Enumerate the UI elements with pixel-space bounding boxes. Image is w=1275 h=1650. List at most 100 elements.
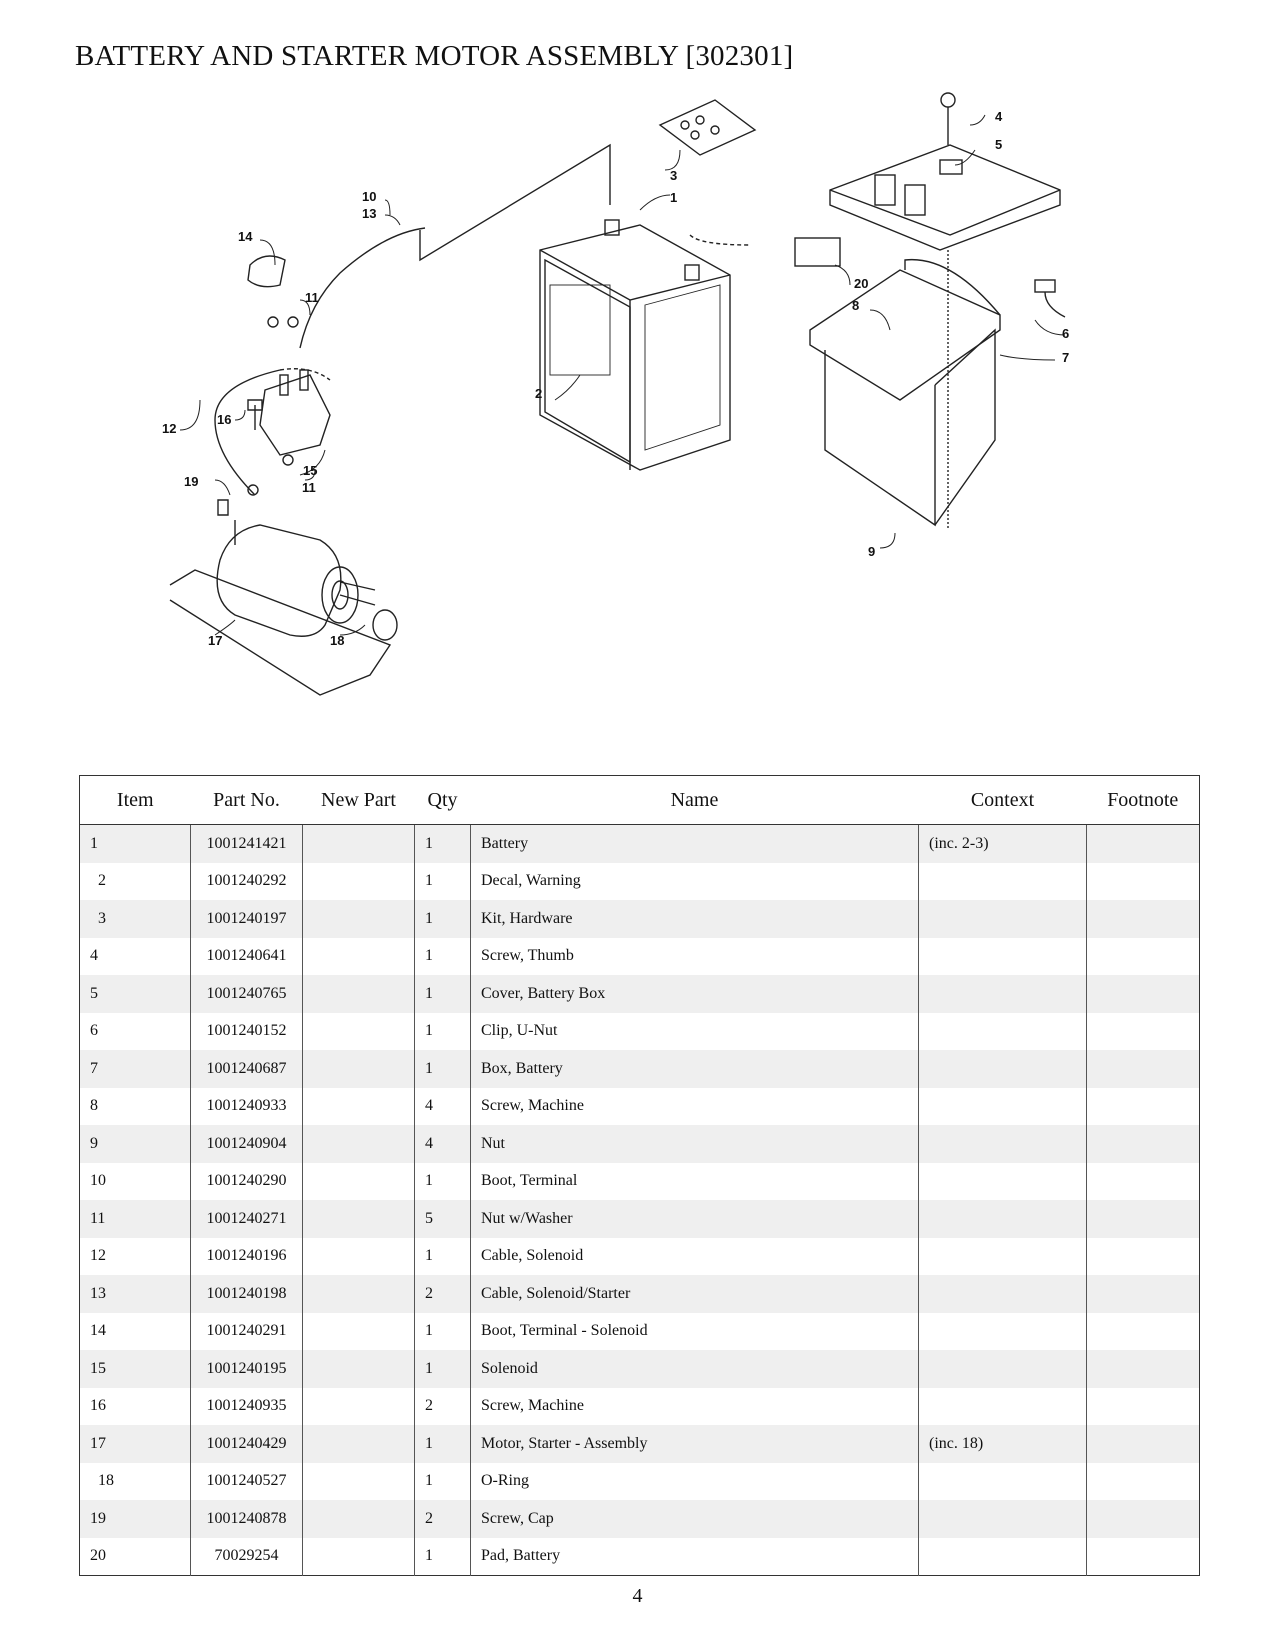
name-cell: Kit, Hardware — [470, 900, 919, 938]
part-number-cell: 1001240291 — [190, 1312, 303, 1350]
footnote-cell — [1086, 1237, 1200, 1275]
item-cell: 17 — [79, 1425, 191, 1463]
item-cell: 12 — [79, 1237, 191, 1275]
item-cell: 5 — [79, 975, 191, 1013]
callout-8: 8 — [852, 298, 859, 313]
callout-11-upper: 11 — [305, 290, 319, 305]
page-number: 4 — [632, 1585, 643, 1607]
context-cell — [918, 1387, 1087, 1425]
callout-18: 18 — [330, 633, 344, 648]
name-cell: Solenoid — [470, 1350, 919, 1388]
qty-cell: 1 — [414, 900, 471, 938]
header-qty: Qty — [414, 775, 471, 825]
footnote-cell — [1086, 1012, 1200, 1050]
context-cell — [918, 1537, 1087, 1576]
context-cell — [918, 975, 1087, 1013]
name-cell: Cover, Battery Box — [470, 975, 919, 1013]
part-number-cell: 1001240878 — [190, 1500, 303, 1538]
context-cell — [918, 1125, 1087, 1163]
footnote-cell — [1086, 1275, 1200, 1313]
name-cell: Screw, Machine — [470, 1087, 919, 1125]
callout-16: 16 — [217, 412, 231, 427]
context-cell: (inc. 2-3) — [918, 824, 1087, 863]
footnote-cell — [1086, 1125, 1200, 1163]
footnote-cell — [1086, 900, 1200, 938]
footnote-cell — [1086, 1387, 1200, 1425]
footnote-cell — [1086, 1200, 1200, 1238]
callout-15: 15 — [303, 463, 317, 478]
qty-cell: 1 — [414, 1312, 471, 1350]
callout-12: 12 — [162, 421, 176, 436]
name-cell: Screw, Cap — [470, 1500, 919, 1538]
qty-cell: 1 — [414, 1462, 471, 1500]
footnote-cell — [1086, 975, 1200, 1013]
table-header-row: Item Part No. New Part Qty Name Context … — [79, 775, 1200, 825]
item-cell: 16 — [79, 1387, 191, 1425]
new-part-cell — [302, 1050, 415, 1088]
item-cell: 1 — [79, 824, 191, 863]
new-part-cell — [302, 1537, 415, 1576]
name-cell: Cable, Solenoid — [470, 1237, 919, 1275]
callout-2: 2 — [535, 386, 542, 401]
context-cell — [918, 1050, 1087, 1088]
name-cell: Battery — [470, 824, 919, 863]
footnote-cell — [1086, 862, 1200, 900]
starter-motor-drawing — [169, 499, 398, 696]
new-part-cell — [302, 1125, 415, 1163]
new-part-cell — [302, 1275, 415, 1313]
qty-cell: 1 — [414, 1237, 471, 1275]
part-number-cell: 1001240527 — [190, 1462, 303, 1500]
item-cell: 8 — [79, 1087, 191, 1125]
new-part-cell — [302, 824, 415, 863]
header-item: Item — [79, 775, 191, 825]
part-number-cell: 1001240195 — [190, 1350, 303, 1388]
new-part-cell — [302, 1387, 415, 1425]
new-part-cell — [302, 900, 415, 938]
name-cell: Box, Battery — [470, 1050, 919, 1088]
part-number-cell: 1001240904 — [190, 1125, 303, 1163]
item-cell: 9 — [79, 1125, 191, 1163]
context-cell — [918, 937, 1087, 975]
callout-5: 5 — [995, 137, 1002, 152]
footnote-cell — [1086, 1050, 1200, 1088]
context-cell: (inc. 18) — [918, 1425, 1087, 1463]
exploded-parts-diagram: 1 2 3 4 5 6 7 8 9 10 11 11 12 13 14 15 1… — [140, 90, 1150, 720]
new-part-cell — [302, 975, 415, 1013]
callout-17: 17 — [208, 633, 222, 648]
name-cell: Decal, Warning — [470, 862, 919, 900]
qty-cell: 1 — [414, 1050, 471, 1088]
context-cell — [918, 1012, 1087, 1050]
callout-20: 20 — [854, 276, 868, 291]
qty-cell: 1 — [414, 1350, 471, 1388]
parts-table: Item Part No. New Part Qty Name Context … — [79, 775, 1200, 1576]
qty-cell: 2 — [414, 1500, 471, 1538]
part-number-cell: 1001240152 — [190, 1012, 303, 1050]
header-context: Context — [918, 775, 1087, 825]
item-cell: 13 — [79, 1275, 191, 1313]
item-cell: 19 — [79, 1500, 191, 1538]
name-cell: Screw, Machine — [470, 1387, 919, 1425]
page-title: BATTERY AND STARTER MOTOR ASSEMBLY [3023… — [75, 40, 794, 72]
qty-cell: 1 — [414, 862, 471, 900]
footnote-cell — [1086, 1462, 1200, 1500]
qty-cell: 1 — [414, 1012, 471, 1050]
new-part-cell — [302, 1462, 415, 1500]
item-cell: 3 — [79, 900, 191, 938]
item-cell: 15 — [79, 1350, 191, 1388]
name-cell: Cable, Solenoid/Starter — [470, 1275, 919, 1313]
part-number-cell: 1001240198 — [190, 1275, 303, 1313]
qty-cell: 1 — [414, 1425, 471, 1463]
qty-cell: 4 — [414, 1087, 471, 1125]
new-part-cell — [302, 1162, 415, 1200]
context-cell — [918, 1162, 1087, 1200]
callout-6: 6 — [1062, 326, 1069, 341]
